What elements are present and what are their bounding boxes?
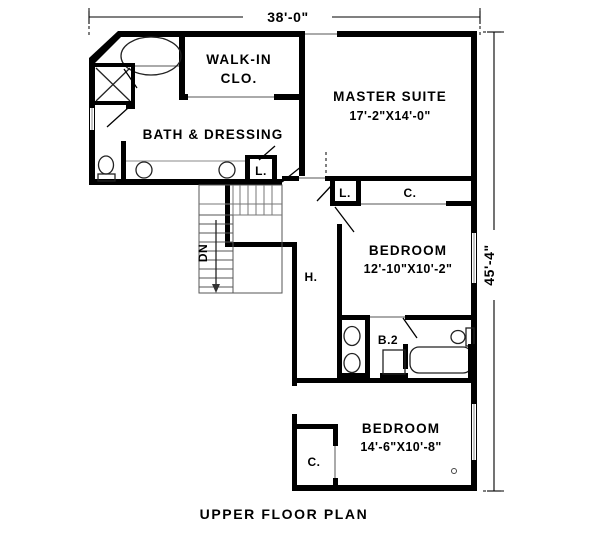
toilet-b2 [450, 329, 466, 345]
room-label-walk-in-closet-line1: WALK-IN [206, 52, 271, 67]
wall-hall-left-vertical [292, 242, 297, 382]
dimension-top [88, 8, 481, 36]
sink-master-1 [135, 161, 153, 179]
toilet-tank-master [97, 173, 116, 182]
room-label-bath-2: B.2 [378, 333, 398, 347]
wall-shower-right [131, 63, 135, 105]
stair-label-down: DN [196, 244, 210, 262]
sink-master-2 [218, 161, 236, 179]
wall-stair-head [225, 179, 282, 185]
wall-b2-nook-bottom [337, 373, 370, 378]
leader-linen-master [258, 145, 276, 161]
wall-shower-bottom [95, 101, 135, 105]
wall-walkin-left [179, 37, 185, 99]
wall-b2-nook-left [337, 320, 342, 377]
room-size-master-suite: 17'-2"X14'-0" [349, 109, 430, 123]
wall-closet-bed2-right [446, 201, 477, 206]
wall-stair-landing [230, 242, 297, 247]
room-label-master-suite: MASTER SUITE [333, 89, 447, 104]
closet-label-linen-hall: L. [339, 186, 351, 200]
room-label-bedroom-2: BEDROOM [369, 243, 447, 258]
wall-b2-nook-right [365, 320, 370, 377]
bathtub-master [120, 36, 182, 76]
wall-linen-master-left [245, 155, 250, 181]
wall-bed2-left [337, 224, 342, 320]
shower-master-x2 [95, 67, 131, 102]
sink-b2-2 [343, 352, 361, 374]
wall-shower-top [95, 63, 135, 67]
wall-hall-left-lower [292, 382, 297, 491]
detail-dot-bed3 [451, 468, 457, 474]
plan-caption: UPPER FLOOR PLAN [200, 506, 369, 522]
wall-closet-row-top [325, 176, 477, 181]
wall-bed2-bottom [337, 315, 477, 320]
room-label-hall: H. [305, 270, 318, 284]
leader-door-bed2 [334, 206, 355, 233]
sink-b2-1 [343, 325, 361, 347]
closet-label-bedroom2: C. [404, 186, 417, 200]
wall-linen-master-top [245, 155, 277, 159]
leader-door-hall-upper [281, 165, 303, 183]
wall-closet-bed3-right [333, 424, 338, 446]
dimension-height-label: 45'-4" [481, 244, 497, 286]
wall-b2-bottom [297, 378, 477, 383]
room-size-bedroom-3: 14'-6"X10'-8" [360, 440, 441, 454]
wall-bottom-exterior [296, 485, 477, 491]
closet-label-linen-master: L. [255, 164, 267, 178]
wall-closet-bed3-top [297, 424, 338, 429]
wall-closet-bed3-right-lower [333, 478, 338, 491]
wall-b2-tub-right [468, 344, 477, 378]
room-label-bedroom-3: BEDROOM [362, 421, 440, 436]
wall-toilet-nook [121, 141, 126, 180]
wall-angled-corner [89, 31, 122, 63]
shower-seat-b2 [382, 349, 406, 375]
staircase [198, 184, 283, 294]
wall-linen-master-right [272, 155, 277, 181]
dimension-width-label: 38'-0" [267, 9, 309, 25]
wall-linen-hall-left [330, 181, 335, 205]
room-size-bedroom-2: 12'-10"X10'-2" [364, 262, 453, 276]
closet-label-bedroom3: C. [308, 455, 321, 469]
bathtub-b2 [409, 346, 473, 374]
door-swing-bath-entry [106, 107, 129, 128]
wall-hall-left-upper [225, 185, 230, 247]
wall-top-master-right [337, 31, 477, 37]
wall-b2-partition-bottom [380, 373, 408, 378]
wall-master-left [299, 31, 305, 176]
wall-top-left [118, 31, 299, 37]
wall-jamb-shower [126, 101, 135, 109]
dimension-right [483, 31, 505, 492]
room-label-walk-in-closet-line2: CLO. [221, 71, 258, 86]
wall-bath-wing-bottom [89, 179, 225, 185]
door-opening-bed3 [292, 386, 297, 414]
toilet-master [97, 155, 115, 175]
door-swing-bed2-bath [402, 317, 418, 339]
door-swing-shower [123, 68, 138, 89]
room-label-bath-and-dressing: BATH & DRESSING [143, 127, 284, 142]
leader-linen-hall [316, 185, 332, 202]
wall-linen-hall-right [356, 181, 361, 205]
